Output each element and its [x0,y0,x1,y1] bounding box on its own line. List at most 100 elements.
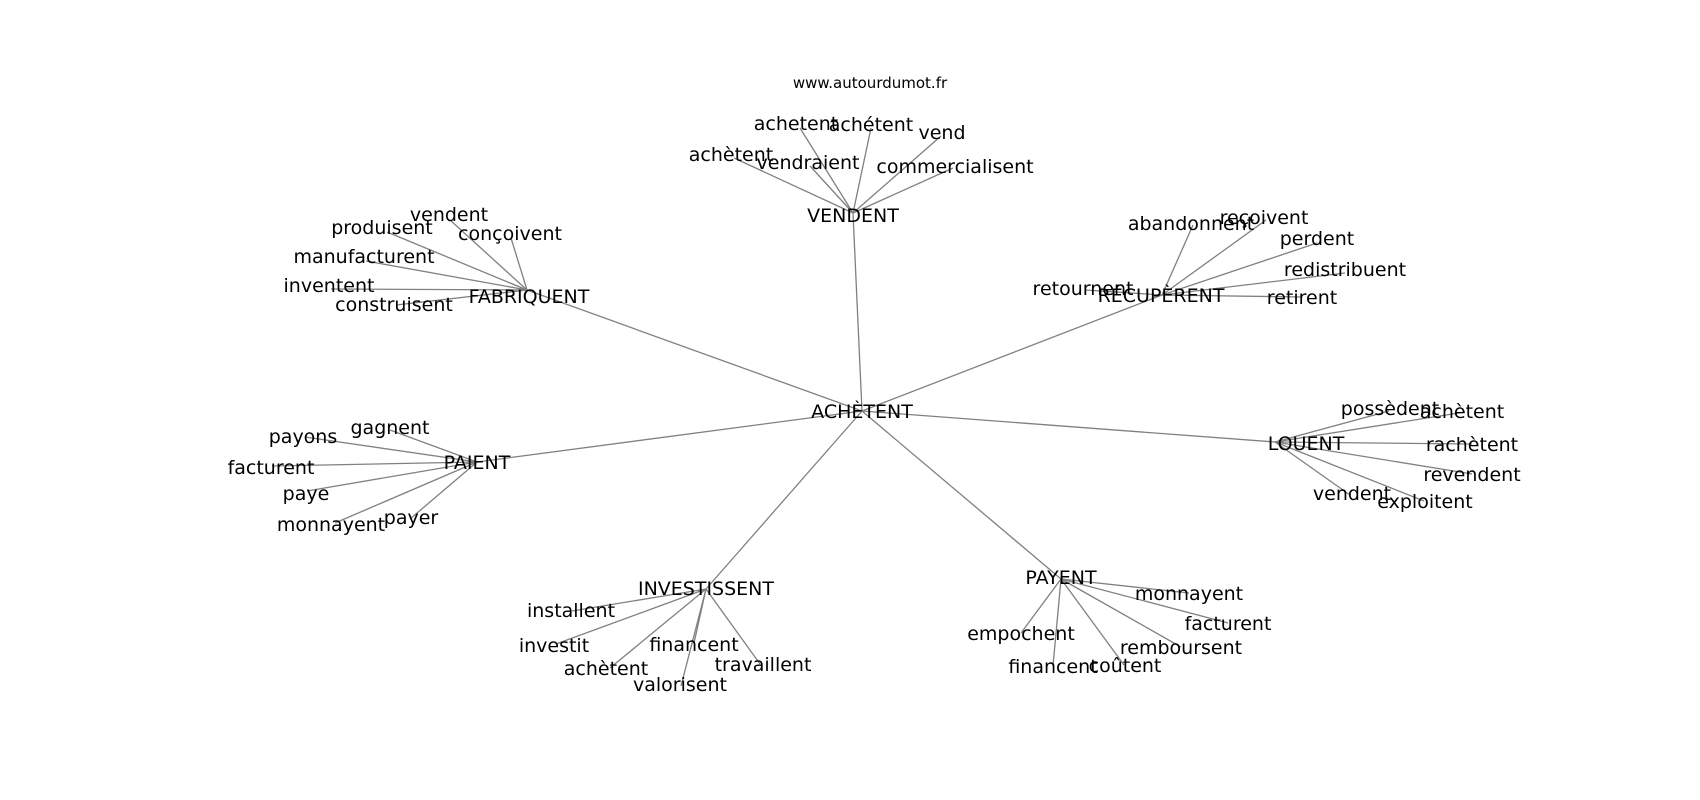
child-label-payent-3: remboursent [1120,637,1242,659]
edge-payent-child-1 [1060,578,1229,624]
child-label-paient-5: monnayent [277,514,385,536]
edge-payent-child-0 [1060,578,1190,594]
edge-center-to-fabriquent [526,289,863,412]
center-node-label: ACHÈTENT [811,400,913,423]
child-label-payent-0: monnayent [1135,583,1243,605]
edge-recuperent-child-2 [1161,242,1318,296]
edge-center-to-louent [861,410,1276,443]
edge-recuperent-child-5 [1161,294,1303,298]
child-label-investissent-0: installent [527,600,615,622]
child-label-vendent-0: achetent [754,113,838,135]
edge-paient-child-5 [334,461,478,524]
edge-vendent-child-1 [852,127,872,214]
edge-recuperent-child-0 [1161,224,1194,296]
hub-label-investissent: INVESTISSENT [638,578,774,600]
child-label-louent-3: revendent [1423,464,1520,486]
edge-payent-child-5 [1060,578,1125,666]
edge-vendent-child-5 [852,167,954,214]
child-label-investissent-3: travaillent [715,654,812,676]
child-label-vendent-2: vend [918,122,965,144]
edge-louent-child-1 [1274,411,1466,443]
child-label-fabriquent-0: vendent [410,204,488,226]
edge-center-to-recuperent [861,294,1163,412]
hub-label-fabriquent: FABRIQUENT [469,286,590,308]
edge-vendent-child-4 [809,165,854,214]
edge-paient-child-4 [409,461,478,520]
edge-investissent-child-1 [555,588,707,645]
edge-payent-child-4 [1052,578,1062,667]
child-label-payent-2: empochent [967,623,1075,645]
edge-louent-child-3 [1274,441,1473,475]
graph-edges [271,127,1473,687]
edge-vendent-child-2 [852,135,942,214]
child-label-fabriquent-4: inventent [284,275,375,297]
child-label-louent-4: vendent [1313,483,1391,505]
child-label-payent-4: financent [1008,656,1097,678]
edge-investissent-child-4 [609,588,707,669]
edge-center-to-vendent [852,212,863,412]
child-label-paient-2: facturent [228,457,315,479]
child-label-louent-5: exploitent [1377,491,1472,513]
child-label-payent-1: facturent [1185,613,1272,635]
edge-payent-child-3 [1060,578,1182,648]
child-label-recuperent-1: reçoivent [1220,207,1309,229]
child-label-vendent-5: commercialisent [876,156,1033,178]
child-label-investissent-1: investit [519,635,589,657]
hub-label-louent: LOUENT [1268,433,1345,455]
edge-fabriquent-child-2 [510,237,528,291]
edge-vendent-child-3 [733,157,854,214]
edge-center-to-payent [861,410,1062,580]
edge-louent-child-4 [1274,441,1351,496]
child-label-recuperent-2: perdent [1280,228,1354,250]
edge-fabriquent-child-0 [449,219,528,291]
child-label-recuperent-5: retirent [1267,287,1337,309]
edge-recuperent-child-1 [1161,219,1267,296]
child-label-investissent-5: valorisent [633,674,727,696]
child-label-vendent-4: vendraient [757,152,860,174]
edge-vendent-child-0 [799,127,854,214]
hub-label-payent: PAYENT [1025,567,1097,589]
child-label-recuperent-3: redistribuent [1284,259,1406,281]
source-label: www.autourdumot.fr [793,74,948,92]
child-label-louent-1: achètent [1420,401,1504,423]
child-label-fabriquent-3: manufacturent [293,246,434,268]
edge-fabriquent-child-1 [386,231,528,291]
hub-label-recuperent: RÉCUPÈRENT [1098,284,1225,307]
child-label-louent-2: rachètent [1426,434,1518,456]
graph-labels: www.autourdumot.fr ACHÈTENT VENDENT achete… [228,74,1521,696]
edge-center-to-paient [476,410,863,463]
child-label-fabriquent-5: construisent [335,294,453,316]
edge-fabriquent-child-5 [395,289,528,306]
hub-label-vendent: VENDENT [807,205,899,227]
child-label-recuperent-4: retournent [1033,278,1134,300]
edge-payent-child-2 [1020,578,1062,634]
edge-louent-child-0 [1274,410,1390,443]
edge-paient-child-2 [271,461,478,467]
edge-paient-child-0 [389,429,478,463]
edge-paient-child-3 [306,461,478,492]
child-label-investissent-4: achètent [564,658,648,680]
edge-louent-child-5 [1274,441,1425,502]
child-label-investissent-2: financent [649,634,738,656]
edge-paient-child-1 [304,436,478,463]
child-label-fabriquent-1: produisent [331,217,433,239]
edge-investissent-child-3 [705,588,761,665]
child-label-fabriquent-2: conçoivent [458,223,562,245]
child-label-paient-3: paye [283,483,330,505]
child-label-louent-0: possèdent [1341,398,1439,420]
child-label-paient-1: payons [269,426,338,448]
edge-fabriquent-child-3 [365,260,528,291]
edge-recuperent-child-3 [1161,272,1346,296]
edge-louent-child-2 [1274,441,1473,445]
edge-recuperent-child-4 [1084,289,1163,296]
child-label-paient-0: gagnent [351,417,430,439]
edge-center-to-investissent [705,410,863,590]
child-label-payent-5: coûtent [1089,655,1162,677]
child-label-vendent-3: achètent [689,144,773,166]
child-label-recuperent-0: abandonnent [1128,213,1254,235]
edge-investissent-child-5 [680,588,707,687]
edge-fabriquent-child-4 [330,288,528,291]
edge-investissent-child-0 [571,588,707,612]
child-label-vendent-1: achétent [829,114,913,136]
